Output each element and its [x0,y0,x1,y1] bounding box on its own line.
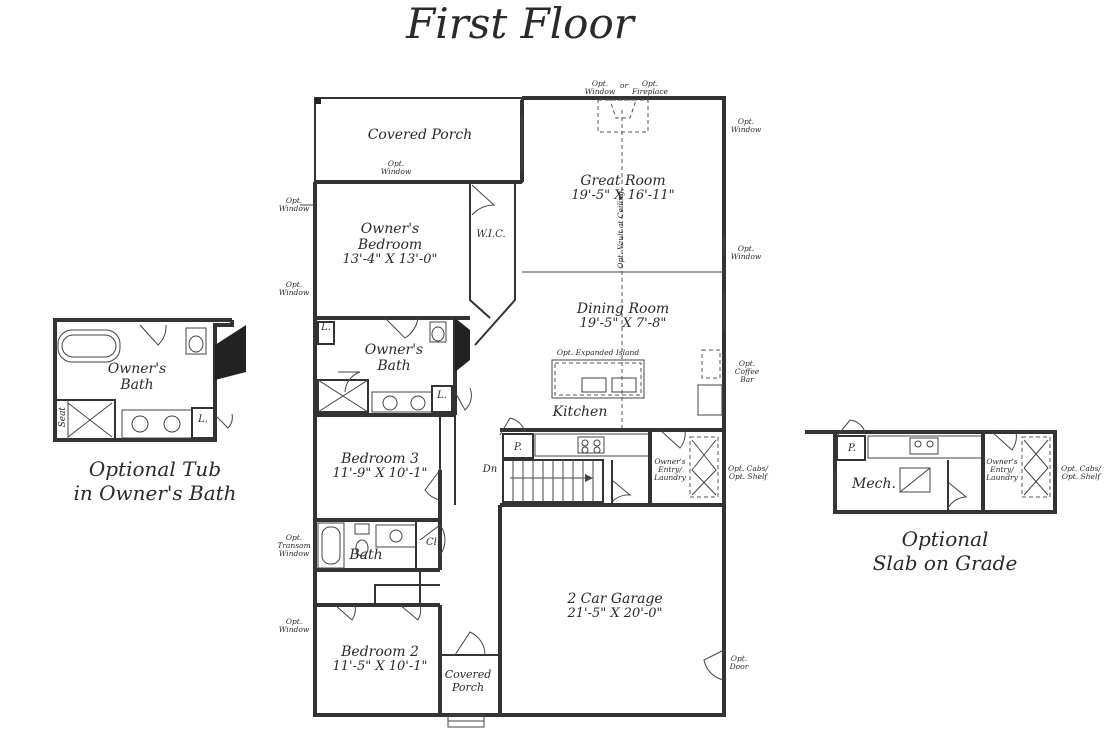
opt-door-note: Opt. Door [729,654,749,671]
garage-label: 2 Car Garage 21'-5" X 20'-0" [540,591,690,622]
owners-entry-label: Owner's Entry/ Laundry [654,457,686,482]
opt-window-note-top: Opt. Window [584,79,616,96]
inset-slab-pantry-label: P. [848,443,856,454]
opt-cabs-shelf-note: Opt. Cabs/ Opt. Shelf [727,464,769,481]
opt-window-note-great-room-2: Opt. Window [730,244,762,261]
inset-slab-linework [805,419,1057,514]
bedroom-2-name: Bedroom 2 [341,644,419,660]
owners-bedroom-label: Owner's Bedroom 13'-4" X 13'-0" [330,221,450,268]
opt-window-note-bedroom-1: Opt. Window [278,196,310,213]
opt-window-note-great-room-1: Opt. Window [730,117,762,134]
inset-tub-caption: Optional Tub in Owner's Bath [40,457,270,505]
linen-closet-label-1: L. [321,322,331,333]
inset-seat-label: Seat [57,406,68,428]
inset-slab-opt-cabs-note: Opt. Cabs/ Opt. Shelf [1060,464,1102,481]
inset-linen-label: L. [198,414,208,425]
interior-walls [315,99,725,728]
covered-porch-label: Covered Porch [367,127,473,143]
great-room-label: Great Room 19'-5" X 16'-11" [548,173,698,204]
owners-bath-label: Owner's Bath [364,342,424,375]
bedroom-2-label: Bedroom 2 11'-5" X 10'-1" [325,644,435,675]
door-swings [300,184,725,681]
bedroom-3-label: Bedroom 3 11'-9" X 10'-1" [325,451,435,482]
opt-window-note-porch: Opt. Window [380,159,412,176]
opt-vault-note: Opt. Vault at Ceiling [616,191,626,269]
opt-fireplace-note: Opt. Fireplace [632,79,668,96]
dining-room-dimensions: 19'-5" X 7'-8" [579,316,667,332]
opt-window-note-bedroom-2: Opt. Window [278,280,310,297]
opt-coffee-bar-note: Opt. Coffee Bar [734,359,760,384]
garage-name: 2 Car Garage [567,591,663,607]
inset-slab-caption-line-2: Slab on Grade [872,551,1018,575]
wic-label: W.I.C. [476,229,506,240]
garage-dimensions: 21'-5" X 20'-0" [567,606,663,622]
inset-owners-bath-label: Owner's Bath [107,361,167,394]
bedroom-2-dimensions: 11'-5" X 10'-1" [332,659,428,675]
opt-expanded-island-note: Opt. Expanded Island [556,348,640,357]
owners-bedroom-dimensions: 13'-4" X 13'-0" [342,252,438,268]
great-room-dimensions: 19'-5" X 16'-11" [571,188,675,204]
front-covered-porch-label: Covered Porch [444,668,492,694]
great-room-name: Great Room [580,173,666,189]
dining-room-label: Dining Room 19'-5" X 7'-8" [548,301,698,332]
linen-closet-label-2: L. [437,390,447,401]
inset-slab-owners-entry-label: Owner's Entry/ Laundry [986,457,1018,482]
dining-room-name: Dining Room [576,301,670,317]
inset-tub-caption-line-1: Optional Tub [88,457,222,481]
inset-tub-caption-line-2: in Owner's Bath [73,481,237,505]
page-title: First Floor [406,0,634,48]
inset-slab-mech-label: Mech. [852,476,896,492]
inset-slab-caption-line-1: Optional [901,527,989,551]
or-note: or [619,81,629,90]
bedroom-3-name: Bedroom 3 [341,451,419,467]
opt-transom-window-note: Opt. Transom Window [277,533,311,558]
inset-tub-linework [53,318,246,442]
closet-label: Cl. [425,537,441,548]
bath-label: Bath [349,547,383,563]
stairs-down-label: Dn [482,464,498,475]
bedroom-3-dimensions: 11'-9" X 10'-1" [332,466,428,482]
kitchen-label: Kitchen [552,404,608,420]
inset-slab-caption: Optional Slab on Grade [840,527,1050,575]
owners-bedroom-name: Owner's Bedroom [357,221,423,254]
opt-window-note-bedroom2: Opt. Window [278,617,310,634]
pantry-label: P. [514,442,522,453]
